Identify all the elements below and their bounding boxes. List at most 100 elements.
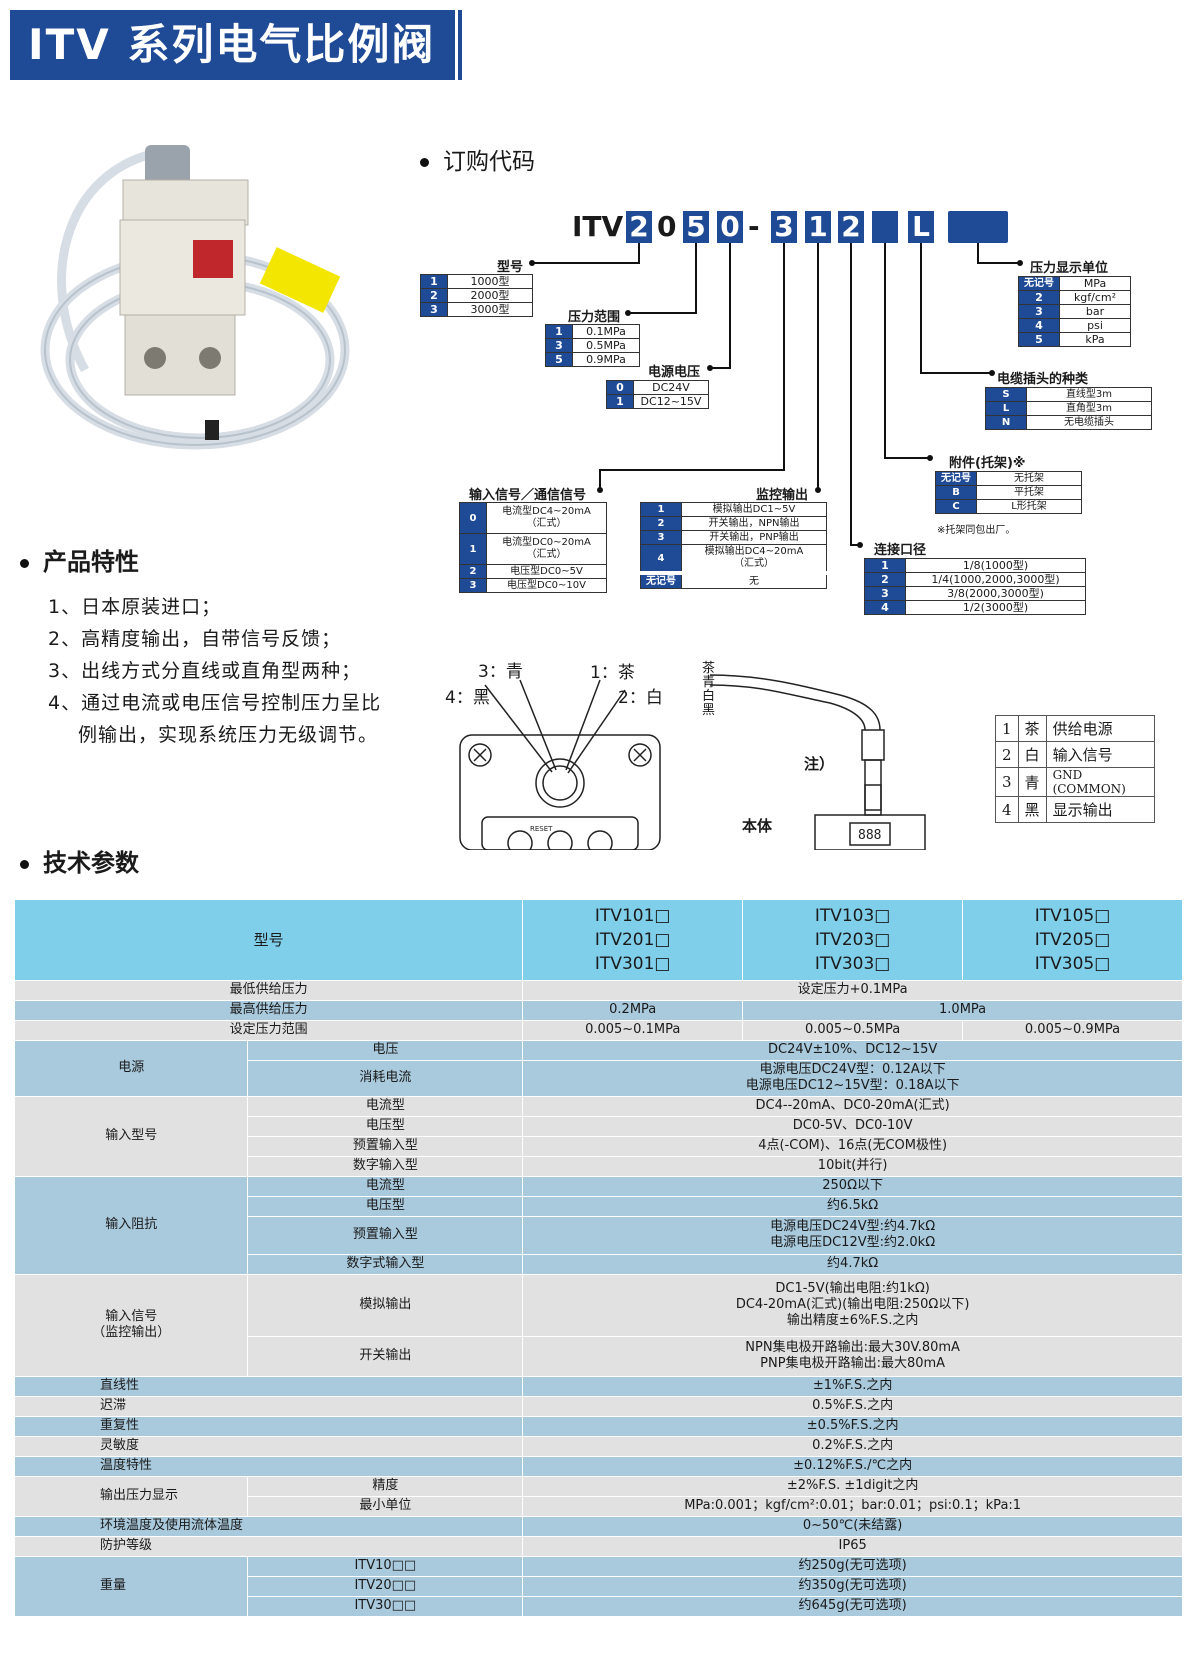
spec-label: 预置输入型 [247, 1136, 524, 1157]
diagram-body-label: 本体 [742, 817, 773, 835]
spec-value: 约645g(无可选项) [522, 1596, 1183, 1617]
port-desc: 1/2(3000型) [905, 600, 1086, 615]
bullet-icon [20, 558, 29, 568]
spec-value: DC24V±10%、DC12~15V [522, 1040, 1183, 1061]
order-code-heading: 订购代码 [420, 142, 535, 176]
feature-item: 2、高精度输出，自带信号反馈； [48, 628, 342, 650]
spec-value: 输出精度±6%F.S.之内 [786, 1313, 919, 1328]
spec-label: 电流型 [247, 1096, 524, 1117]
spec-value: 1.0MPa [742, 1000, 1183, 1021]
features-heading-text: 产品特性 [43, 548, 139, 576]
feature-item: 例输出，实现系统压力无级调节。 [78, 724, 379, 746]
model-name: ITV105□ [1034, 905, 1111, 926]
cable-desc: 直角型3m [1026, 401, 1152, 416]
power-desc: DC24V [633, 380, 709, 395]
wire-color-brown: 茶 [702, 661, 716, 676]
bracket-code: 无记号 [935, 471, 977, 486]
spec-value: 0.005~0.5MPa [742, 1020, 964, 1041]
model-desc: 3000型 [447, 302, 533, 317]
code-digit-series: 2 [626, 211, 652, 243]
spec-value: 0.2%F.S.之内 [522, 1436, 1183, 1457]
code-digit-unit [948, 211, 1008, 243]
cable-desc: 无电缆插头 [1026, 415, 1152, 430]
bracket-desc: 平托架 [976, 485, 1082, 500]
connector-diagram: RESET 888 [459, 674, 926, 850]
bullet-icon [20, 859, 29, 869]
order-code-heading-text: 订购代码 [443, 149, 535, 175]
spec-value: 10bit(并行) [522, 1156, 1183, 1177]
code-digit-bracket [872, 211, 898, 243]
model-name: ITV301□ [594, 953, 671, 974]
pin2-label: 2：白 [618, 688, 663, 708]
cable-label: 电缆插头的种类 [997, 372, 1089, 387]
spec-label: 直线性 [15, 1376, 524, 1397]
cable-code: S [985, 387, 1027, 402]
unit-code: 无记号 [1018, 276, 1060, 291]
model-name: ITV101□ [594, 905, 671, 926]
spec-group-label: 输入阻抗 [15, 1176, 249, 1275]
cable-code: N [985, 415, 1027, 430]
unit-desc: psi [1059, 318, 1131, 333]
model-name: ITV205□ [1034, 929, 1111, 950]
input-code: 3 [459, 578, 487, 593]
pressure-desc: 0.5MPa [572, 338, 640, 353]
spec-value: ±1%F.S.之内 [522, 1376, 1183, 1397]
spec-value: DC1-5V(输出电阻:约1kΩ) [775, 1281, 930, 1296]
pin4-label: 4：黑 [445, 688, 490, 708]
page-title: ITV 系列电气比例阀 [10, 10, 455, 80]
unit-code: 3 [1018, 304, 1060, 319]
spec-value: MPa:0.001；kgf/cm²:0.01；bar:0.01；psi:0.1；… [522, 1496, 1183, 1517]
spec-label: ITV20□□ [247, 1576, 524, 1597]
reset-label: RESET [530, 825, 553, 833]
spec-value: 电源电压DC24V型：0.12A以下 [759, 1062, 946, 1077]
input-desc: 电流型DC0~20mA [502, 537, 591, 548]
code-digit-power: 0 [717, 211, 743, 243]
power-code: 1 [606, 394, 634, 409]
feature-item: 3、出线方式分直线或直角型两种； [48, 660, 362, 682]
spec-label: 重复性 [15, 1416, 524, 1437]
spec-value: 电源电压DC12~15V型：0.18A以下 [745, 1078, 960, 1093]
model-desc: 2000型 [447, 288, 533, 303]
input-desc-sub: （汇式） [526, 518, 567, 529]
code-digit-input: 3 [771, 211, 797, 243]
wire-color-blue: 青 [702, 675, 716, 690]
wire-color: 青 [1017, 767, 1047, 797]
monitor-label: 监控输出 [756, 488, 809, 503]
code-digit-zero: 0 [657, 210, 677, 243]
bullet-icon [420, 158, 429, 167]
model-name: ITV201□ [594, 929, 671, 950]
port-label: 连接口径 [874, 543, 927, 558]
spec-value: DC0-5V、DC0-10V [522, 1116, 1183, 1137]
pressure-desc: 0.1MPa [572, 324, 640, 339]
spec-group-label: 输入信号 [105, 1309, 158, 1324]
spec-value: 设定压力+0.1MPa [522, 980, 1183, 1001]
unit-label: 压力显示单位 [1030, 261, 1109, 276]
power-desc: DC12~15V [633, 394, 709, 409]
monitor-desc-sub: （汇式） [734, 558, 774, 569]
code-prefix: ITV [572, 210, 624, 243]
diagram-note-label: 注） [804, 755, 835, 773]
model-code: 1 [420, 274, 448, 289]
code-dash: - [748, 210, 760, 243]
spec-value: ±0.5%F.S.之内 [522, 1416, 1183, 1437]
pressure-label: 压力范围 [568, 310, 621, 325]
input-code: 1 [459, 533, 487, 565]
spec-group-label: 输出压力显示 [15, 1476, 249, 1517]
monitor-code: 无记号 [640, 571, 682, 589]
title-divider [458, 10, 462, 80]
pin-number: 4 [995, 796, 1019, 823]
monitor-code: 1 [640, 502, 682, 517]
spec-table: 型号 ITV101□ITV201□ITV301□ ITV103□ITV203□I… [15, 900, 1183, 1617]
unit-code: 2 [1018, 290, 1060, 305]
spec-group-label: 输入型号 [15, 1096, 249, 1177]
input-code: 2 [459, 564, 487, 579]
spec-value: 0.005~0.1MPa [522, 1020, 744, 1041]
unit-code: 5 [1018, 332, 1060, 347]
unit-desc: kPa [1059, 332, 1131, 347]
spec-label: 环境温度及使用流体温度 [15, 1516, 524, 1537]
wire-color-white: 白 [702, 689, 716, 704]
pin3-label: 3：青 [478, 662, 523, 682]
